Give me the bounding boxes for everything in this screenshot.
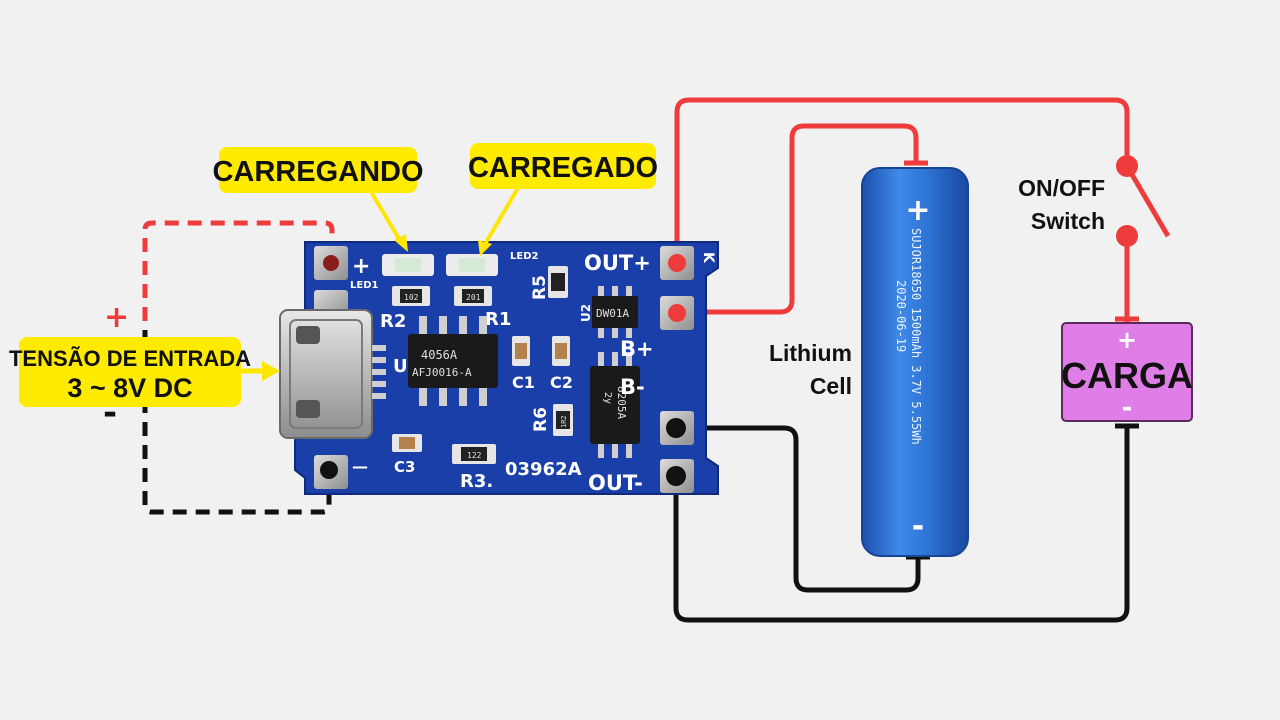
led2-label: LED2 (510, 251, 539, 262)
load-label: CARGA (1061, 355, 1193, 396)
charged-callout: CARREGADO (468, 143, 658, 189)
led2 (446, 254, 498, 276)
lithium-label-line1: Lithium (769, 340, 852, 366)
board-in-minus-label: — (352, 457, 368, 476)
battery-plus-sign: + (905, 193, 930, 228)
board-id-label: 03962A (505, 459, 582, 480)
r3-label: R3. (460, 471, 493, 492)
charging-callout: CARREGANDO (212, 147, 424, 193)
board-k-label: K (700, 252, 716, 264)
svg-text:102: 102 (404, 293, 419, 302)
load-box: + CARGA - (1061, 322, 1193, 423)
c1-label: C1 (512, 373, 535, 392)
input-voltage-callout: TENSÃO DE ENTRADA 3 ~ 8V DC (9, 337, 251, 407)
chip-4056a: 4056A AFJ0016-A (408, 316, 498, 406)
input-voltage-line2: 3 ~ 8V DC (67, 373, 192, 403)
input-wire-positive (142, 220, 335, 505)
board-in-plus-label: + (352, 254, 370, 279)
r2-label: R2 (380, 311, 406, 332)
r5-label: R5 (530, 275, 550, 300)
battery-minus-sign: - (912, 509, 924, 544)
chip-8205a: 8205A 2y (590, 352, 640, 458)
b-plus-label: B+ (620, 337, 654, 361)
chip-dw01a: DW01A (592, 286, 638, 338)
tp4056-board: K + — LED1 LED2 (279, 241, 719, 495)
charging-pointer (368, 188, 404, 246)
svg-text:2y: 2y (602, 392, 613, 404)
r6-label: R6 (531, 407, 551, 432)
out-minus-wire (673, 424, 1130, 623)
load-plus-sign: + (1117, 326, 1137, 354)
r1-label: R1 (485, 309, 511, 330)
out-plus-wire (674, 97, 1130, 262)
lithium-label-line2: Cell (810, 373, 852, 399)
load-minus-sign: - (1122, 393, 1133, 423)
c3-label: C3 (394, 458, 415, 476)
switch-label-line1: ON/OFF (1018, 175, 1105, 201)
battery-print-line1: SUJOR18650 1500mAh 3.7V 5.55Wh (909, 228, 923, 445)
battery-print-line2: 2020-06-19 (894, 280, 908, 352)
out-plus-label: OUT+ (584, 251, 651, 275)
input-minus-sign: - (103, 393, 117, 433)
led1 (382, 254, 434, 276)
b-plus-wire (678, 123, 919, 315)
input-plus-sign: + (104, 300, 129, 335)
u2-label: U2 (579, 304, 593, 322)
input-voltage-line1: TENSÃO DE ENTRADA (9, 346, 251, 371)
lithium-battery: + - SUJOR18650 1500mAh 3.7V 5.55Wh 2020-… (861, 167, 969, 557)
c2-label: C2 (550, 373, 573, 392)
on-off-switch (1116, 155, 1171, 247)
charging-text: CARREGANDO (212, 156, 423, 188)
svg-text:201: 201 (466, 293, 481, 302)
svg-text:122: 122 (467, 451, 482, 460)
led1-label: LED1 (350, 280, 379, 291)
out-minus-label: OUT- (588, 471, 643, 495)
micro-usb-port (279, 309, 386, 439)
svg-text:8205A: 8205A (615, 386, 628, 419)
svg-text:AFJ0016-A: AFJ0016-A (412, 366, 472, 379)
charged-text: CARREGADO (468, 152, 658, 184)
b-minus-wire (676, 425, 921, 593)
svg-text:1R2: 1R2 (560, 415, 568, 428)
u1-label: U (393, 356, 408, 377)
switch-label-line2: Switch (1031, 208, 1105, 234)
b-minus-label: B- (620, 375, 645, 399)
charged-pointer (483, 186, 520, 246)
svg-text:4056A: 4056A (421, 348, 458, 362)
svg-text:DW01A: DW01A (596, 307, 629, 320)
